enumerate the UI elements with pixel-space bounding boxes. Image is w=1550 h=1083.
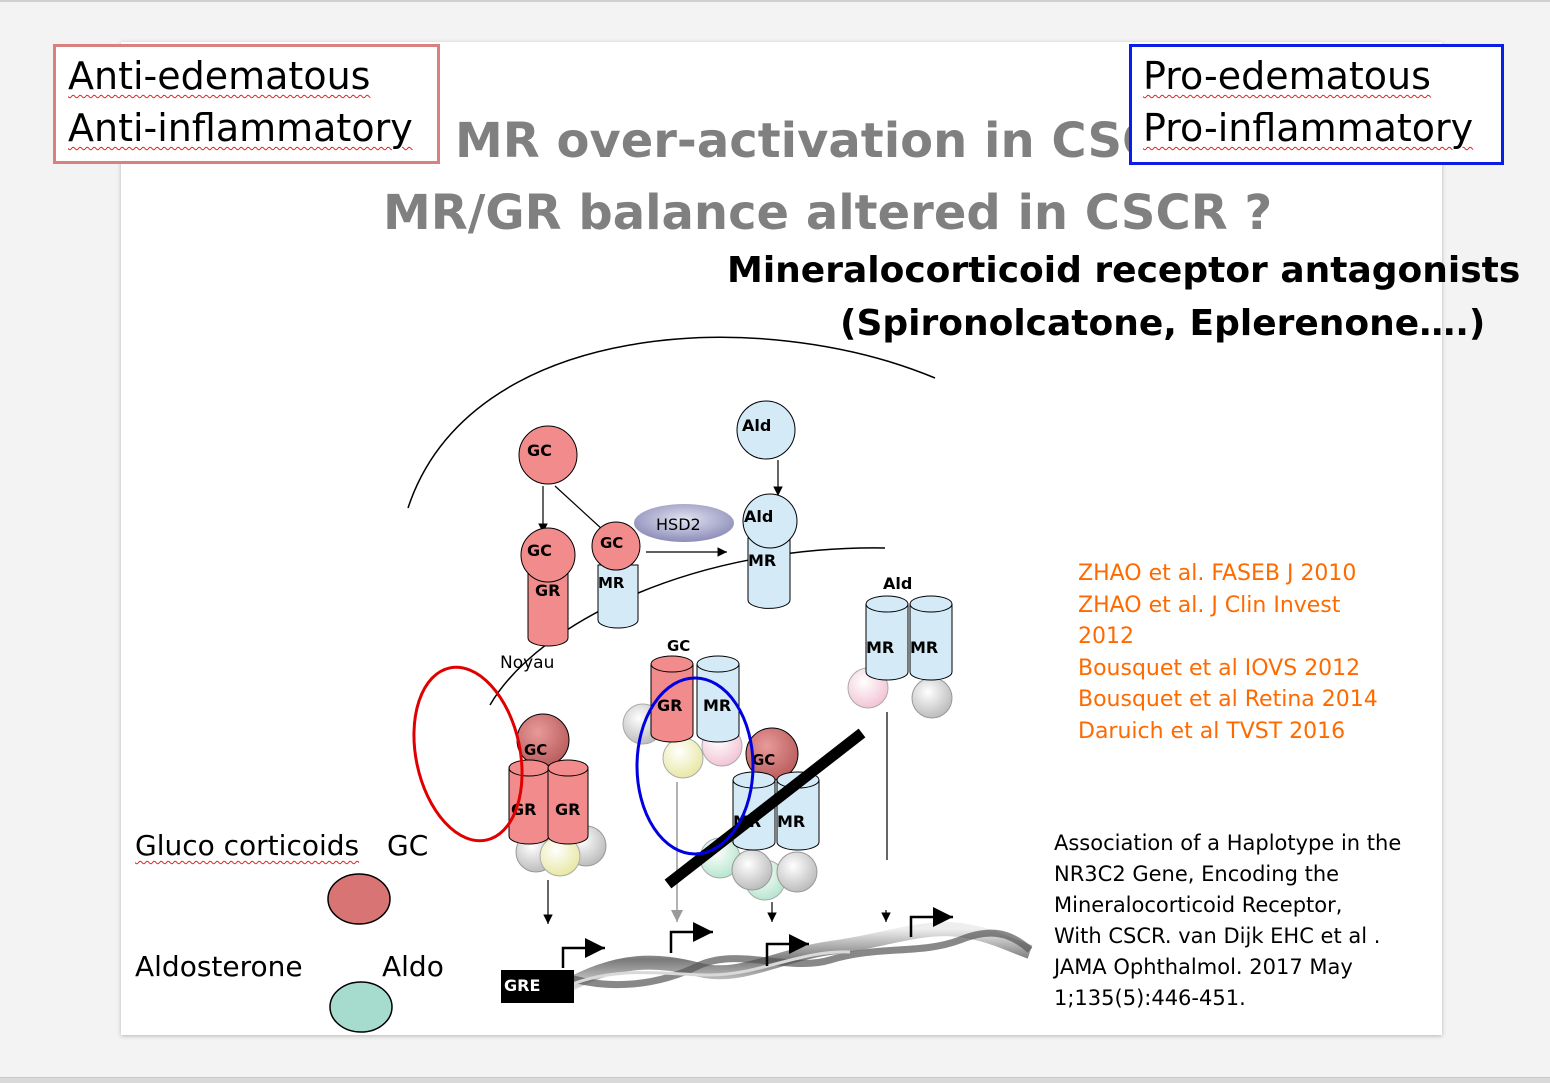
- mr-dimer-right-top: [909, 595, 953, 613]
- reference-item: ZHAO et al. J Clin Invest: [1078, 592, 1341, 618]
- anti-edematous-text: Anti-edematous: [68, 54, 371, 98]
- crossed-ball: [776, 851, 818, 893]
- heterodimer-gc-label: GC: [667, 637, 690, 655]
- slide-title-line1: MR over-activation in CSCR: [455, 113, 1195, 169]
- slide-title-line2: MR/GR balance altered in CSCR ?: [383, 185, 1272, 241]
- gr-dimer-right-top: [547, 759, 589, 777]
- citation-line: 1;135(5):446-451.: [1054, 986, 1246, 1010]
- ald-mr-receptor-body: [747, 537, 791, 609]
- citation-block: Association of a Haplotype in the NR3C2 …: [1054, 828, 1401, 1014]
- hsd2-enzyme: [634, 504, 734, 542]
- gc-on-mr-ligand: [591, 521, 641, 571]
- heterodimer-gr-label: GR: [657, 696, 682, 715]
- subtitle-line2-text: (Spironolcatone, Eplerenone….): [840, 303, 1486, 344]
- transcription-start-arrow: [561, 938, 605, 968]
- reference-item: Daruich et al TVST 2016: [1078, 718, 1346, 744]
- hsd2-label: HSD2: [656, 515, 701, 534]
- cell-membrane-arc: [407, 336, 936, 509]
- crossed-mr-right-label: MR: [777, 812, 805, 831]
- transcription-start-arrow: [765, 934, 809, 966]
- reference-item: Bousquet et al IOVS 2012: [1078, 655, 1361, 681]
- anti-inflammatory-label: Anti-inflammatory: [68, 102, 413, 154]
- gre-box: [501, 970, 574, 1003]
- ald-bound-ligand: [742, 493, 798, 549]
- reference-list: ZHAO et al. FASEB J 2010 ZHAO et al. J C…: [1078, 558, 1378, 747]
- gr-dimer-right: [547, 767, 589, 845]
- heterodimer-mr-body: [696, 663, 740, 743]
- mr-dimer-left-top: [865, 595, 909, 613]
- citation-line: NR3C2 Gene, Encoding the: [1054, 862, 1340, 886]
- anti-edematous-box: [53, 44, 440, 164]
- gr-dimer-gc-label: GC: [524, 741, 547, 759]
- transcription-start-arrow: [669, 922, 713, 953]
- legend-gc-name: Gluco corticoids: [135, 829, 359, 862]
- transcription-start-arrow: [909, 907, 953, 937]
- heterodimer-mr-label: MR: [703, 696, 731, 715]
- dna-strand-c: [569, 950, 851, 987]
- dimer-ald-label: Ald: [883, 574, 912, 593]
- gr-receptor-label: GR: [535, 581, 560, 600]
- mr-receptor-label: MR: [598, 574, 625, 592]
- subtitle-line2: (Spironolcatone, Eplerenone….): [840, 303, 1485, 344]
- heterodimer-gr-body: [650, 663, 694, 743]
- gc-bound-label: GC: [527, 541, 552, 560]
- legend-aldo-swatch: [329, 981, 393, 1033]
- mr-dimer-left: [865, 603, 909, 681]
- dna-strand-b: [558, 929, 1033, 989]
- pro-inflammatory-label: Pro-inflammatory: [1143, 102, 1473, 154]
- anti-edematous-label: Anti-edematous: [68, 50, 370, 102]
- subtitle-line1: Mineralocorticoid receptor antagonists: [727, 250, 1520, 291]
- legend-gc-name-text: Gluco corticoids: [135, 829, 360, 862]
- gc-ligand-label: GC: [527, 441, 552, 460]
- title-line2-text: MR/GR balance altered in CSCR ?: [383, 185, 1273, 241]
- pro-inflammatory-text: Pro-inflammatory: [1143, 106, 1474, 150]
- reference-item: ZHAO et al. FASEB J 2010: [1078, 561, 1357, 586]
- dimer-ball: [911, 677, 953, 719]
- citation-line: Association of a Haplotype in the: [1054, 831, 1402, 855]
- gc-on-mr-label: GC: [600, 534, 623, 552]
- blocking-slash: [664, 728, 866, 889]
- gr-dimer-left-top: [508, 759, 550, 777]
- citation-line: JAMA Ophthalmol. 2017 May: [1054, 955, 1353, 979]
- legend-aldo-abbr: Aldo: [382, 950, 444, 983]
- mr-receptor-body: [597, 564, 639, 629]
- red-highlight-ellipse: [412, 665, 524, 843]
- legend-gc-swatch: [327, 873, 391, 925]
- gr-receptor-body: [527, 569, 569, 647]
- legend-aldo-name: Aldosterone: [135, 950, 303, 983]
- ald-bound-label: Ald: [744, 507, 773, 526]
- gc-to-mr-line: [554, 485, 604, 531]
- heterodimer-mr-top: [696, 655, 740, 673]
- noyau-label: Noyau: [500, 653, 554, 673]
- gc-ligand: [518, 425, 578, 485]
- ald-ligand-label: Ald: [742, 416, 771, 435]
- legend-gc-abbr: GC: [387, 829, 429, 862]
- blue-highlight-ellipse: [635, 676, 755, 856]
- mr-dimer-right-label: MR: [910, 638, 938, 657]
- dna-strand-a: [556, 922, 1033, 997]
- heterodimer-gr-top: [650, 655, 694, 673]
- citation-line: With CSCR. van Dijk EHC et al .: [1054, 924, 1381, 948]
- window-top-border: [0, 0, 1550, 2]
- heterodimer-ball: [662, 737, 704, 779]
- reference-item: Bousquet et al Retina 2014: [1078, 687, 1378, 712]
- window-bottom-bar: [0, 1077, 1550, 1083]
- crossed-gc-label: GC: [752, 751, 775, 769]
- crossed-ball: [731, 849, 773, 891]
- gre-label: GRE: [504, 976, 540, 995]
- reference-item: 2012: [1078, 624, 1134, 649]
- pro-edematous-text: Pro-edematous: [1143, 54, 1431, 98]
- gr-dimer-right-label: GR: [555, 800, 580, 819]
- citation-line: Mineralocorticoid Receptor,: [1054, 893, 1343, 917]
- ald-mr-label: MR: [748, 551, 776, 570]
- pro-edematous-label: Pro-edematous: [1143, 50, 1431, 102]
- subtitle-line1-text: Mineralocorticoid receptor antagonists: [727, 250, 1521, 291]
- anti-inflammatory-text: Anti-inflammatory: [68, 106, 413, 150]
- pro-edematous-box: [1129, 44, 1504, 165]
- mr-dimer-left-label: MR: [866, 638, 894, 657]
- mr-dimer-right: [909, 603, 953, 681]
- ald-ligand: [736, 400, 796, 460]
- gc-bound-ligand: [520, 527, 576, 583]
